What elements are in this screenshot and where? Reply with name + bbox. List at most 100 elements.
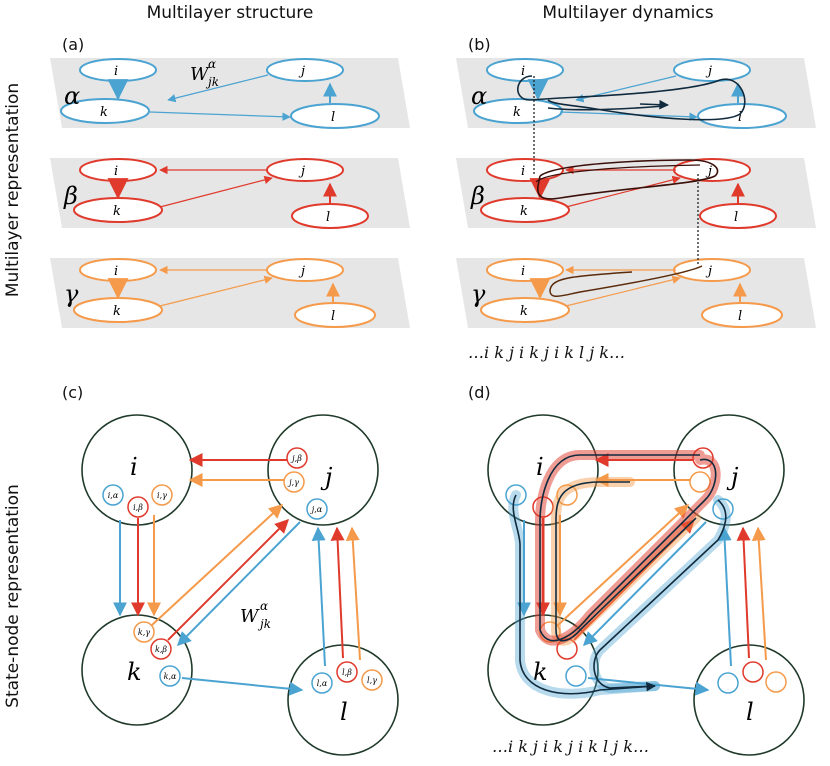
- svg-text:jk: jk: [205, 75, 219, 89]
- panel-label-b: (b): [468, 35, 491, 54]
- node-label-i: i: [521, 64, 525, 79]
- node-label-k: k: [520, 304, 528, 319]
- node-l: [290, 103, 380, 129]
- edge-j-k-alpha: [177, 521, 301, 646]
- node-label-i: i: [521, 264, 525, 279]
- node-k: [473, 98, 563, 124]
- edge-k-j: [159, 275, 273, 307]
- svg-text:i,γ: i,γ: [157, 491, 167, 500]
- node-label-k: k: [127, 658, 142, 686]
- physical-node-j: [267, 414, 379, 526]
- state-node-k-beta: [150, 638, 172, 660]
- state-node-j-gamma: [283, 471, 305, 493]
- col-header-structure: Multilayer structure: [147, 3, 314, 23]
- node-k: [60, 98, 150, 124]
- edge-j-k: [167, 74, 269, 103]
- node-j: [266, 58, 344, 82]
- node-label-l: l: [331, 110, 335, 125]
- weight-label: W α jk: [190, 57, 219, 89]
- node-j: [673, 58, 751, 82]
- node-label-l: l: [738, 309, 742, 324]
- node-i: [486, 158, 564, 182]
- layer-name-gamma: γ: [64, 280, 79, 308]
- trajectory-core-gamma: [555, 481, 697, 642]
- edge-l-j-beta: [330, 526, 345, 659]
- layer-name-alpha: α: [64, 82, 80, 110]
- state-node-j-beta: [286, 447, 308, 469]
- node-label-k: k: [513, 105, 521, 120]
- node-k: [480, 197, 570, 223]
- node-i: [486, 58, 564, 82]
- node-label-l: l: [738, 110, 742, 125]
- node-label-k: k: [113, 204, 121, 219]
- edge-k-j-gamma: [151, 504, 284, 626]
- panel-d: i j k l …: [487, 414, 805, 756]
- panel-a: i j k l α W α jk i j k l β: [50, 57, 410, 328]
- state-node-l-alpha: [717, 672, 739, 694]
- node-label-i: i: [114, 64, 118, 79]
- svg-text:j,β: j,β: [290, 454, 302, 463]
- trajectory-core-alpha: [593, 499, 727, 689]
- node-label-j: j: [705, 164, 712, 179]
- edge-k-l-alpha: [181, 677, 304, 696]
- state-node-l-beta: [742, 661, 764, 683]
- svg-text:j,γ: j,γ: [287, 478, 299, 487]
- state-node-i-gamma: [556, 484, 578, 506]
- trajectory-arrow: [639, 99, 669, 110]
- layer-beta: i j k l β: [50, 158, 410, 229]
- node-label-l: l: [326, 210, 330, 225]
- state-node-l-alpha: [311, 672, 333, 694]
- edge-l-j-gamma: [751, 526, 767, 661]
- state-node-l-gamma: [765, 671, 787, 693]
- panel-label-a: (a): [62, 35, 84, 54]
- state-node-i-gamma: [151, 484, 173, 506]
- layer-alpha: i j k l α W α jk: [50, 57, 410, 129]
- node-label-l: l: [331, 309, 335, 324]
- state-node-i-beta: [127, 496, 149, 518]
- edge-k-j: [565, 275, 681, 307]
- node-label-k: k: [520, 204, 528, 219]
- trajectory-beta-inner: [535, 164, 701, 183]
- edge-l-j-gamma: [345, 526, 361, 661]
- layer-name-alpha: α: [471, 82, 487, 110]
- edge-k-j-beta: [167, 519, 289, 641]
- sequence-bottom: …i k j i k j i k l j k…: [492, 737, 649, 756]
- state-node-k-alpha: [159, 665, 181, 687]
- layer-name-beta: β: [63, 182, 78, 210]
- state-node-j-alpha: [306, 498, 328, 520]
- node-label-j: j: [298, 64, 305, 79]
- row-header-multilayer: Multilayer representation: [3, 83, 23, 297]
- node-label-k: k: [113, 304, 121, 319]
- layer-gamma: i j k l γ: [50, 258, 410, 328]
- weight-label-c: W α jk: [240, 599, 271, 631]
- node-label-i: i: [114, 264, 118, 279]
- node-label-l: l: [734, 210, 738, 225]
- panel-c: i j k l i,α i,β i,γ j,β j,γ j,α k,γ k,β …: [81, 414, 399, 756]
- edge-k-l: [149, 111, 291, 121]
- layer-gamma: i j k l γ: [456, 258, 816, 328]
- node-k: [480, 297, 570, 323]
- edge-k-j-gamma: [557, 504, 690, 626]
- node-label-i: i: [536, 453, 544, 481]
- layer-alpha: i j k l α: [456, 58, 816, 129]
- node-label-j: j: [298, 264, 305, 279]
- edge-k-j: [565, 175, 681, 208]
- edge-k-j: [159, 175, 273, 208]
- edge-l-j-alpha: [311, 526, 326, 667]
- node-l: [701, 302, 783, 328]
- trajectory-beta: [537, 159, 719, 200]
- edge-j-k-alpha: [583, 521, 707, 646]
- state-node-i-alpha: [102, 484, 124, 506]
- node-label-l: l: [746, 698, 754, 726]
- node-label-k: k: [533, 658, 548, 686]
- trajectory-core-alpha-2: [512, 494, 656, 695]
- node-label-i: i: [521, 164, 525, 179]
- svg-text:jk: jk: [257, 617, 271, 631]
- layer-name-gamma: γ: [471, 280, 486, 308]
- node-label-j: j: [705, 64, 712, 79]
- layer-name-beta: β: [470, 182, 485, 210]
- node-i: [486, 258, 564, 282]
- node-label-i: i: [130, 453, 138, 481]
- svg-text:i,β: i,β: [133, 503, 143, 512]
